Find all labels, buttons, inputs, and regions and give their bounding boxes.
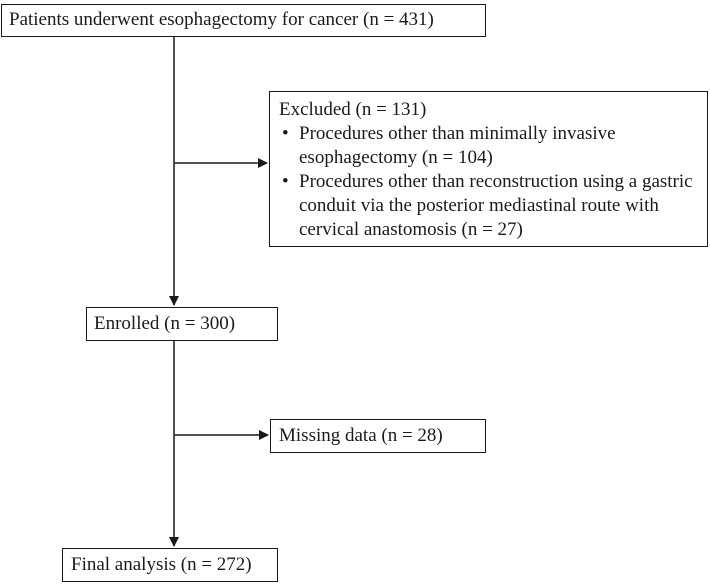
excluded-reasons-list: Procedures other than minimally invasive… bbox=[279, 122, 707, 242]
excluded-reason-item: Procedures other than reconstruction usi… bbox=[279, 170, 699, 242]
excluded-title: Excluded (n = 131) bbox=[279, 99, 427, 120]
missing-data-label: Missing data (n = 28) bbox=[279, 425, 443, 446]
excluded-box: Excluded (n = 131) Procedures other than… bbox=[269, 91, 708, 247]
patients-box: Patients underwent esophagectomy for can… bbox=[1, 4, 486, 37]
patients-label: Patients underwent esophagectomy for can… bbox=[9, 9, 434, 30]
enrolled-label: Enrolled (n = 300) bbox=[94, 313, 236, 334]
final-analysis-label: Final analysis (n = 272) bbox=[71, 554, 252, 575]
enrolled-box: Enrolled (n = 300) bbox=[86, 307, 278, 341]
excluded-reason-item: Procedures other than minimally invasive… bbox=[279, 122, 699, 170]
final-analysis-box: Final analysis (n = 272) bbox=[62, 548, 278, 582]
missing-data-box: Missing data (n = 28) bbox=[270, 419, 486, 453]
